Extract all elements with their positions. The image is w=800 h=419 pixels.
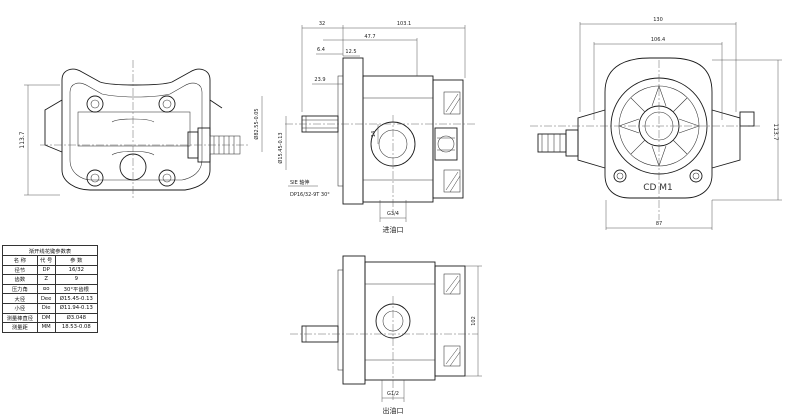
dim-6-4: 6.4: [317, 47, 325, 53]
dim-right-height: 113.7: [772, 123, 779, 140]
dim-47: 47.7: [364, 34, 375, 40]
view-right-rear: CD M1 130 106.4 113.7 87: [530, 17, 782, 230]
view-middle-side: 32 103.1 47.7 6.4 12.5 23.9 Ø82.55-0.05 …: [253, 21, 475, 234]
dim-32: 32: [319, 21, 325, 27]
row-value: 18.53-0.08: [54, 322, 99, 333]
dim-right-mid: 106.4: [651, 37, 665, 43]
dim-82-55: Ø82.55-0.05: [253, 108, 260, 139]
dim-g12: G1/2: [387, 391, 399, 397]
table-title: 渐开线花键参数表: [2, 245, 98, 256]
outlet-label: 出油口: [383, 406, 404, 415]
dim-g34: G3/4: [387, 211, 399, 217]
spline-note: SIE 轴伸: [290, 179, 309, 186]
spline-note-2: DP16/32-9T 30°: [290, 192, 330, 198]
dim-12-5: 12.5: [345, 49, 356, 55]
dim-left-height: 113.7: [19, 131, 26, 148]
dim-23-9: 23.9: [314, 77, 325, 83]
dim-right-top: 130: [653, 17, 663, 23]
dim-bottom-height: 102: [471, 316, 477, 326]
dim-15-45: Ø15.45-0.13: [277, 132, 284, 163]
view-left-flange: 113.7: [19, 60, 250, 200]
view-bottom: 102 G1/2 出油口: [290, 255, 482, 415]
inlet-label: 进油口: [383, 225, 404, 234]
plate-label: CD M1: [643, 183, 673, 193]
dim-right-bottom: 87: [656, 221, 662, 227]
dim-14: 14: [371, 131, 377, 137]
dim-103: 103.1: [397, 21, 411, 27]
